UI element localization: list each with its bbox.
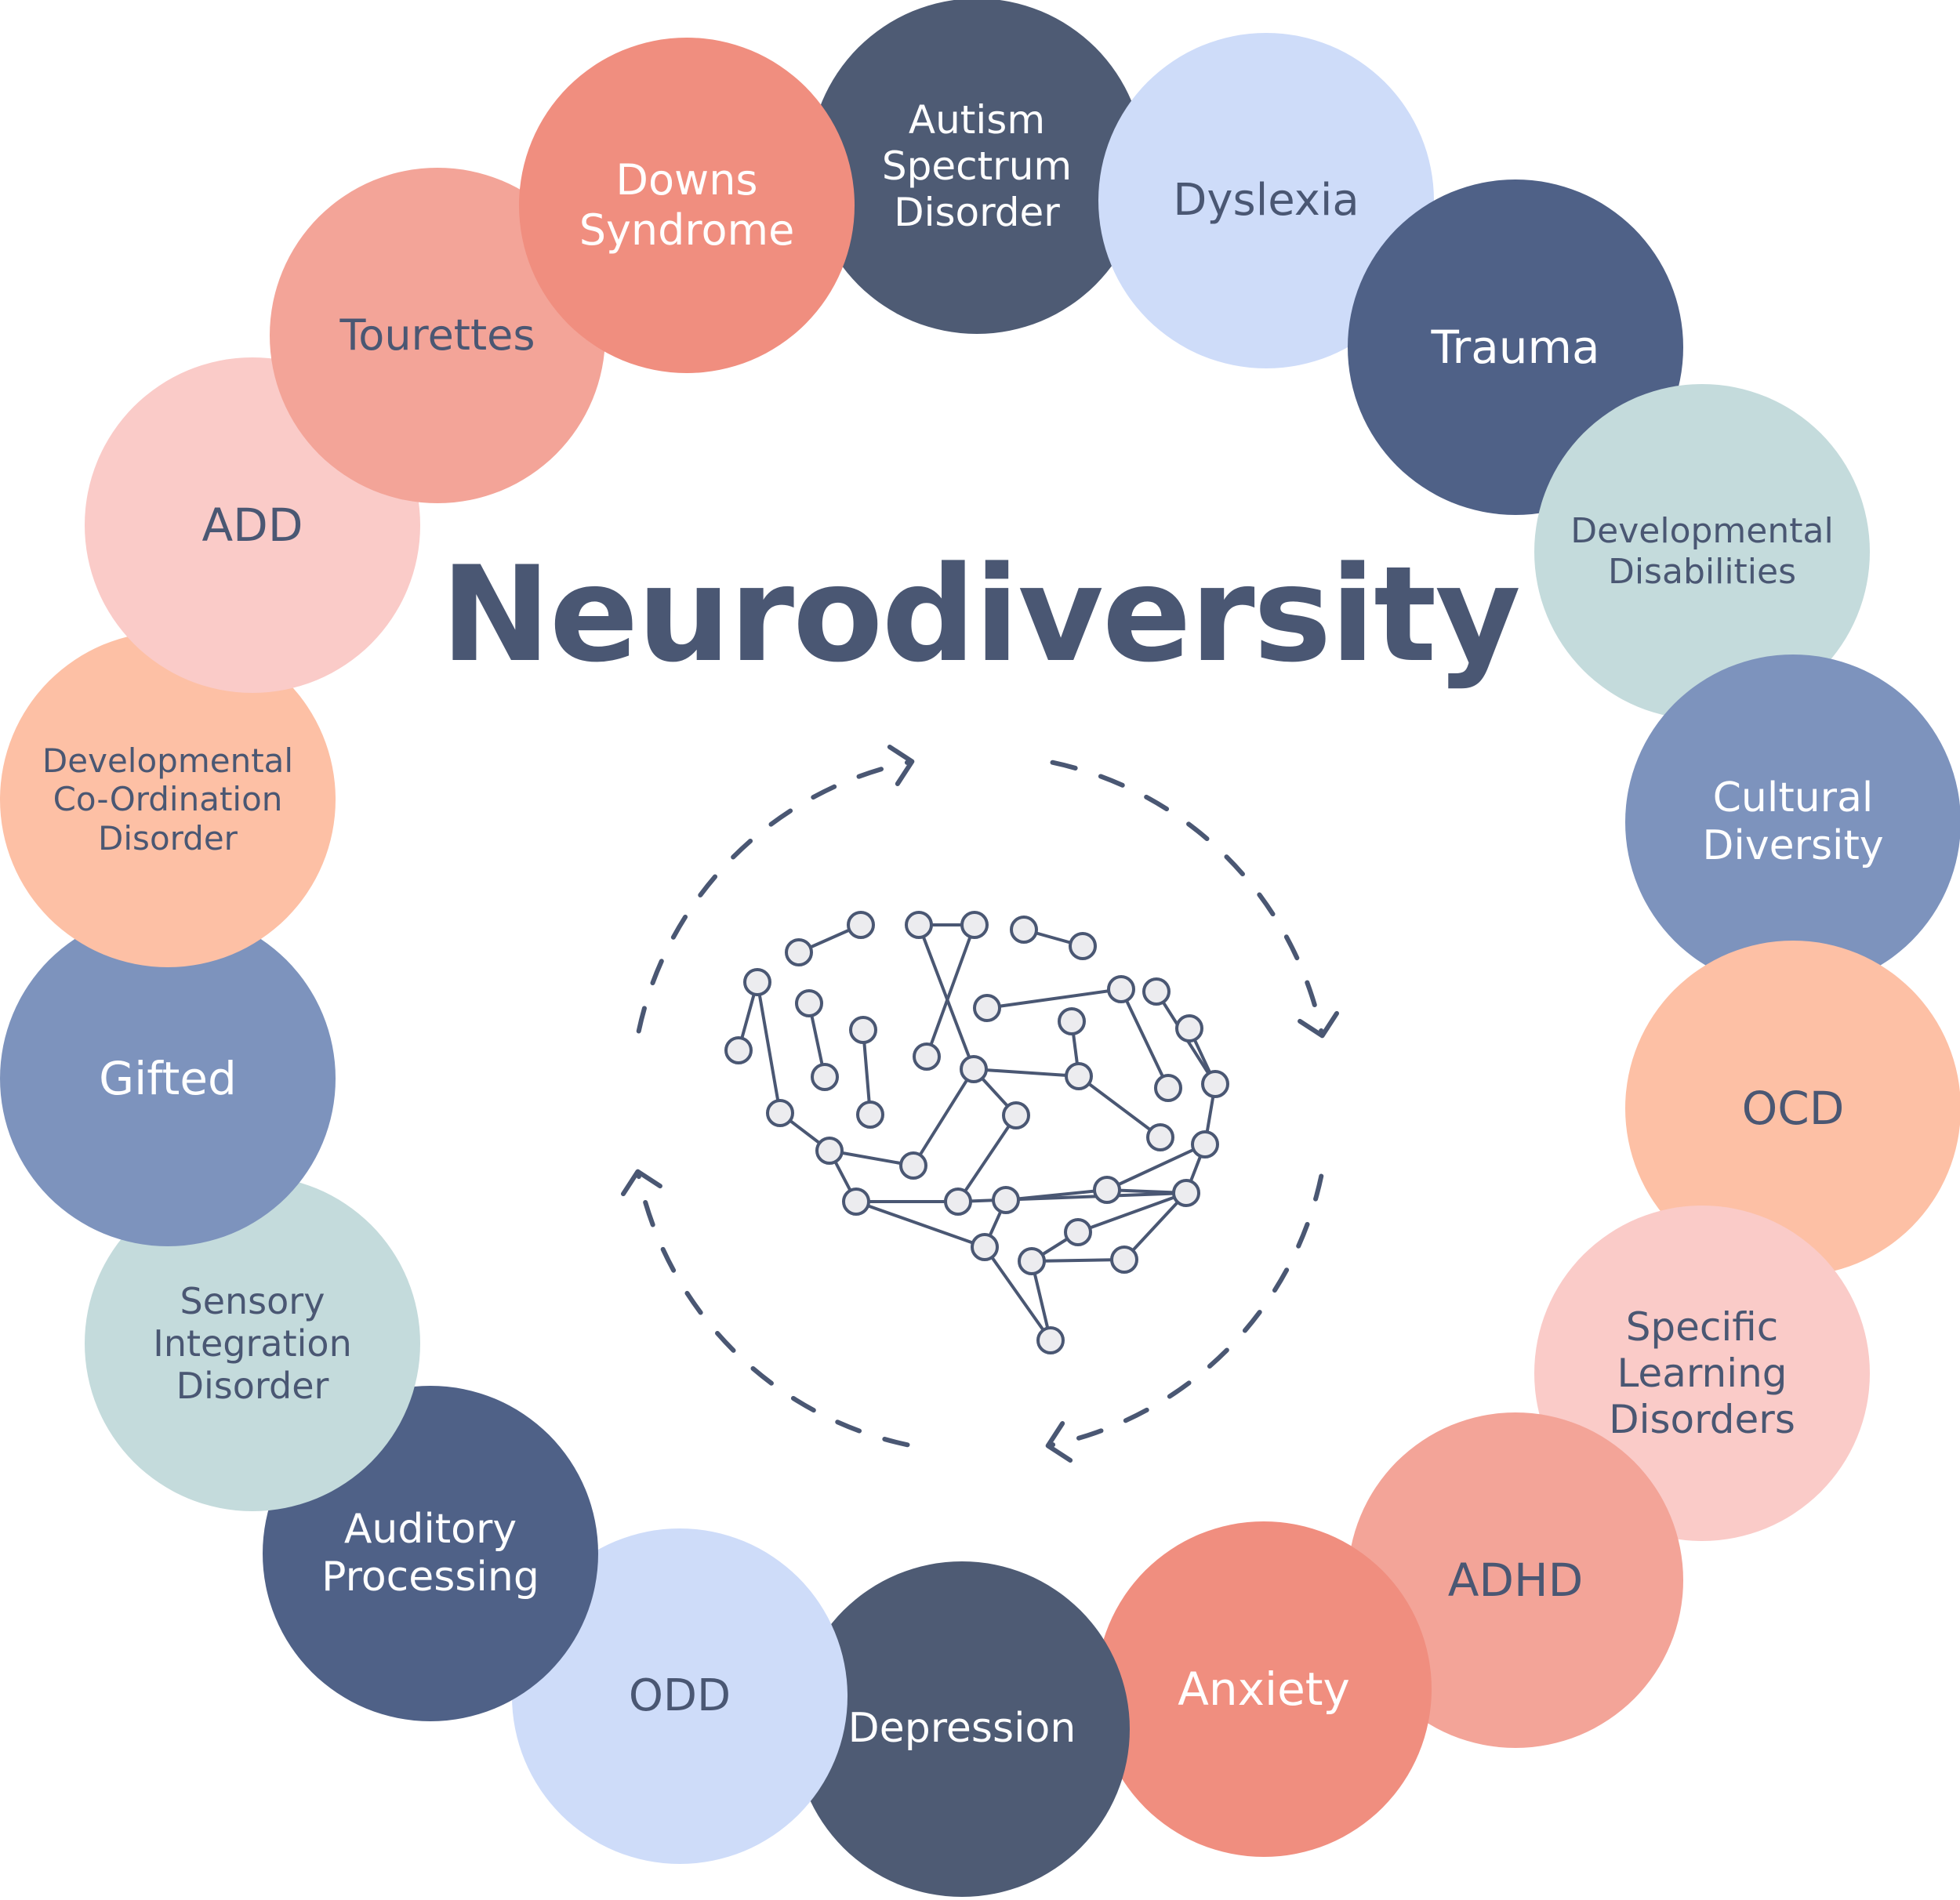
brain-edge <box>1106 1143 1206 1191</box>
node-adhd: ADHD <box>1348 1412 1683 1748</box>
node-downs-syndrome: Downs Syndrome <box>519 38 855 373</box>
node-label: Developmental Co-Ordination Disorder <box>42 741 294 858</box>
brain-node <box>960 1055 988 1083</box>
node-label: ADD <box>201 498 303 552</box>
cycle-arc <box>636 1173 910 1448</box>
node-cultural-diversity: Cultural Diversity <box>1625 654 1960 990</box>
brain-node <box>785 938 813 966</box>
cycle-arrowhead <box>887 744 915 786</box>
brain-edge <box>925 924 976 1057</box>
brain-node <box>899 1151 927 1180</box>
brain-node <box>1069 932 1097 960</box>
node-label: Specific Learning Disorders <box>1609 1304 1795 1442</box>
node-label: Autism Spectrum Disorder <box>881 96 1073 235</box>
brain-node <box>973 994 1001 1022</box>
brain-node <box>905 911 933 939</box>
node-label: Downs Syndrome <box>579 155 795 255</box>
cycle-arc <box>1050 1173 1324 1448</box>
brain-edge <box>956 1114 1018 1203</box>
brain-node <box>815 1137 844 1165</box>
brain-node <box>847 911 875 939</box>
node-label: Developmental Disabilities <box>1570 511 1834 592</box>
node-label: ADHD <box>1447 1553 1584 1607</box>
cycle-arrowhead <box>1298 1010 1340 1039</box>
node-label: ODD <box>628 1670 731 1721</box>
brain-edge <box>1005 1188 1108 1202</box>
node-dyslexia: Dyslexia <box>1098 33 1434 368</box>
brain-node <box>1036 1326 1065 1354</box>
brain-edge <box>829 1149 914 1167</box>
node-depression: Depression <box>794 1561 1130 1897</box>
node-anxiety: Anxiety <box>1096 1521 1432 1857</box>
brain-node <box>913 1042 941 1071</box>
brain-edge <box>1031 1258 1125 1263</box>
node-label: Depression <box>848 1705 1076 1753</box>
brain-node <box>743 968 771 996</box>
brain-node <box>1110 1246 1138 1274</box>
brain-node <box>1142 977 1171 1006</box>
brain-node <box>856 1100 884 1129</box>
brain-node <box>795 989 823 1017</box>
brain-node <box>1107 975 1135 1003</box>
brain-edge <box>912 1068 975 1167</box>
brain-node <box>849 1016 877 1044</box>
brain-node <box>1201 1070 1229 1098</box>
cycle-arrowhead <box>620 1169 662 1197</box>
brain-node <box>960 911 989 939</box>
brain-edge <box>986 988 1122 1010</box>
brain-edge <box>983 1246 1052 1342</box>
brain-node <box>971 1233 999 1261</box>
node-autism-spectrum-disorder: Autism Spectrum Disorder <box>809 0 1145 334</box>
node-label: Dyslexia <box>1173 174 1359 226</box>
brain-node <box>1018 1247 1046 1275</box>
brain-edge <box>1077 1191 1187 1234</box>
brain-edge <box>862 1029 872 1115</box>
brain-node <box>1154 1074 1182 1102</box>
node-specific-learning-disorders: Specific Learning Disorders <box>1534 1206 1870 1541</box>
node-label: Gifted <box>99 1051 237 1105</box>
brain-node <box>1175 1014 1203 1042</box>
brain-node <box>766 1099 794 1127</box>
cycle-arrowhead <box>1045 1421 1073 1463</box>
brain-node <box>1002 1101 1030 1129</box>
brain-edge <box>917 924 975 1070</box>
brain-edge <box>1077 1075 1162 1139</box>
brain-edge <box>1120 988 1170 1089</box>
brain-node <box>944 1188 972 1216</box>
brain-network-nodes <box>724 911 1229 1354</box>
brain-edge <box>973 1068 1080 1078</box>
brain-node <box>1058 1007 1086 1035</box>
brain-node <box>842 1188 870 1216</box>
brain-node <box>1093 1176 1121 1204</box>
brain-node <box>1172 1179 1200 1207</box>
brain-node <box>1064 1218 1092 1246</box>
node-label: Trauma <box>1431 320 1600 374</box>
node-label: Auditory Processing <box>321 1505 539 1601</box>
brain-edge <box>756 981 782 1114</box>
cycle-arrows <box>620 744 1340 1463</box>
brain-node <box>992 1186 1020 1214</box>
brain-node <box>724 1036 753 1064</box>
node-label: Cultural Diversity <box>1702 774 1884 869</box>
node-label: Sensory Integration Disorder <box>153 1279 352 1408</box>
brain-node <box>811 1063 839 1091</box>
brain-edge <box>855 1200 985 1249</box>
brain-node <box>1191 1130 1219 1158</box>
node-auditory-processing: Auditory Processing <box>263 1386 598 1721</box>
brain-node <box>1010 916 1038 944</box>
node-label: OCD <box>1741 1081 1845 1135</box>
brain-edge <box>1123 1191 1188 1261</box>
cycle-arc <box>636 760 910 1034</box>
brain-node <box>1065 1062 1093 1090</box>
node-label: Anxiety <box>1178 1662 1350 1716</box>
brain-node <box>1146 1123 1174 1151</box>
node-label: Tourettes <box>339 310 535 361</box>
diagram-title: Neurodiversity <box>441 538 1521 691</box>
cycle-arc <box>1050 760 1324 1034</box>
